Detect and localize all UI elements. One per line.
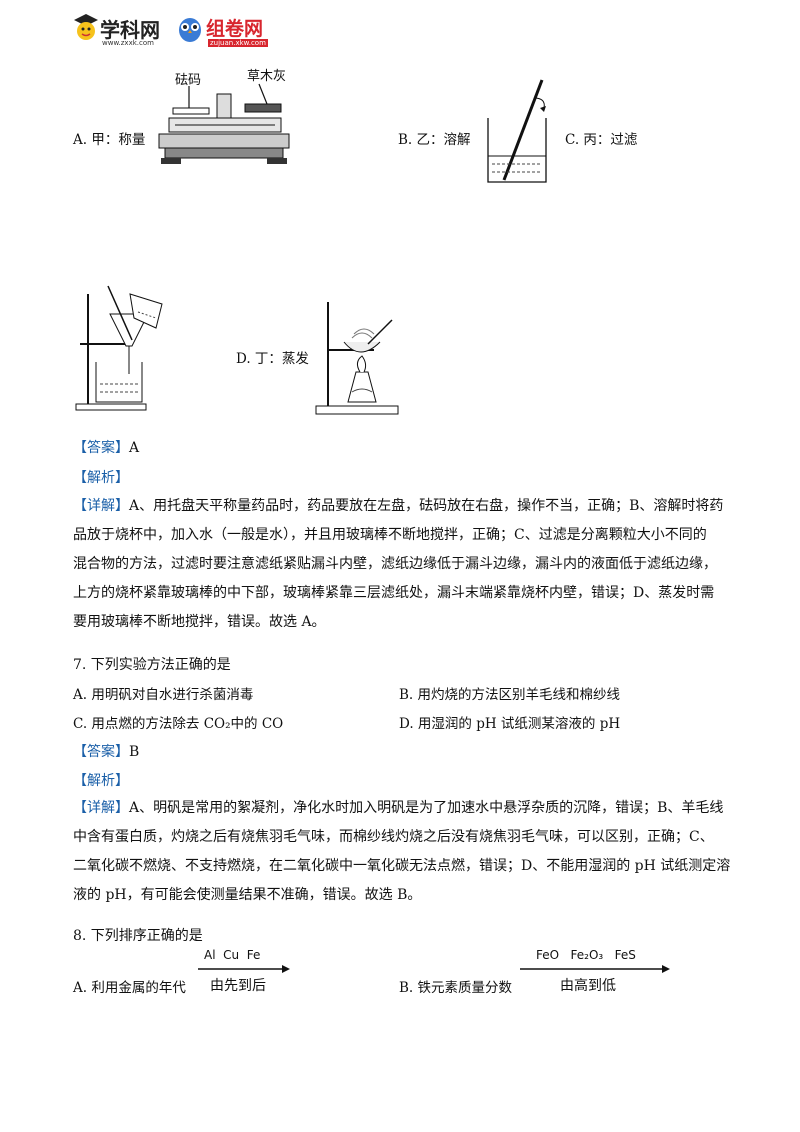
detail-line: 【详解】A、用托盘天平称量药品时，药品要放在左盘，砝码放在右盘，操作不当，正确；… bbox=[73, 498, 724, 514]
answer-tag: 【答案】 bbox=[73, 440, 129, 456]
q6-option-a: A. 甲：称量 bbox=[73, 132, 146, 148]
detail-line: 【详解】A、明矾是常用的絮凝剂，净化水时加入明矾是为了加速水中悬浮杂质的沉降，错… bbox=[73, 800, 724, 816]
logo-zxxk-text: 学科网 bbox=[100, 18, 160, 42]
detail-line: 上方的烧杯紧靠玻璃棒的中下部，玻璃棒紧靠三层滤纸处，漏斗末端紧靠烧杯内壁，错误；… bbox=[73, 585, 715, 601]
header-logo-zxxk[interactable]: 学科网 www.zxxk.com bbox=[72, 12, 172, 48]
answer-value: B bbox=[129, 744, 140, 760]
sequence-bottom-text: 由先到后 bbox=[210, 978, 266, 994]
beaker-stir-figure bbox=[487, 79, 547, 183]
detail-tag: 【详解】 bbox=[73, 498, 129, 514]
detail-line: 二氧化碳不燃烧、不支持燃烧，在二氧化碳中一氧化碳无法点燃，错误；D、不能用湿润的… bbox=[73, 858, 731, 874]
evaporate-figure bbox=[315, 302, 399, 415]
q8-stem: 8. 下列排序正确的是 bbox=[73, 928, 203, 944]
detail-tag: 【详解】 bbox=[73, 800, 129, 816]
logo-zxxk-url: www.zxxk.com bbox=[102, 39, 154, 47]
arrow-right-icon bbox=[520, 965, 670, 973]
q6-answer: 【答案】A bbox=[73, 437, 139, 457]
q7-analysis-tag: 【解析】 bbox=[73, 773, 129, 789]
filter-figure bbox=[75, 285, 163, 411]
detail-line: 品放于烧杯中，加入水（一般是水），并且用玻璃棒不断地搅拌，正确；C、过滤是分离颗… bbox=[73, 527, 707, 543]
weight-label: 砝码 bbox=[175, 73, 201, 88]
arrow-right-icon bbox=[198, 965, 290, 973]
detail-line: 混合物的方法，过滤时要注意滤纸紧贴漏斗内壁，滤纸边缘低于漏斗边缘，漏斗内的液面低… bbox=[73, 556, 717, 572]
logo-zujuan-sub: zujuan.xkw.com bbox=[208, 39, 268, 47]
q8-option-b-label: B. 铁元素质量分数 bbox=[399, 980, 513, 996]
sequence-bottom-text: 由高到低 bbox=[560, 978, 616, 994]
q6-option-c: C. 丙：过滤 bbox=[565, 132, 638, 148]
q6-detail: 【详解】A、用托盘天平称量药品时，药品要放在左盘，砝码放在右盘，操作不当，正确；… bbox=[73, 492, 733, 637]
logo-zujuan-text: 组卷网 bbox=[206, 18, 264, 40]
q8-option-a-label: A. 利用金属的年代 bbox=[73, 980, 186, 996]
detail-line: 要用玻璃棒不断地搅拌，错误。故选 A。 bbox=[73, 614, 326, 630]
q7-option-a: A. 用明矾对自水进行杀菌消毒 bbox=[73, 687, 254, 703]
sequence-top-text: Al Cu Fe bbox=[204, 948, 261, 962]
q7-stem: 7. 下列实验方法正确的是 bbox=[73, 657, 231, 673]
ash-label: 草木灰 bbox=[247, 69, 286, 84]
q8-option-a-sequence: Al Cu Fe 由先到后 bbox=[198, 948, 290, 994]
q6-option-d: D. 丁：蒸发 bbox=[236, 351, 309, 367]
q8-option-b-sequence: FeO Fe₂O₃ FeS 由高到低 bbox=[520, 948, 670, 994]
detail-line: 中含有蛋白质，灼烧之后有烧焦羽毛气味，而棉纱线灼烧之后没有烧焦羽毛气味，可以区别… bbox=[73, 829, 714, 845]
header-logo-zujuan[interactable]: 组卷网 zujuan.xkw.com bbox=[176, 12, 276, 48]
balance-figure: 砝码 草木灰 bbox=[158, 69, 290, 164]
answer-value: A bbox=[129, 440, 140, 456]
q7-option-b: B. 用灼烧的方法区别羊毛线和棉纱线 bbox=[399, 687, 621, 703]
q6-analysis-tag: 【解析】 bbox=[73, 470, 129, 486]
q7-option-c: C. 用点燃的方法除去 CO₂中的 CO bbox=[73, 716, 284, 732]
q6-option-b: B. 乙：溶解 bbox=[398, 132, 471, 148]
q7-detail: 【详解】A、明矾是常用的絮凝剂，净化水时加入明矾是为了加速水中悬浮杂质的沉降，错… bbox=[73, 794, 733, 910]
answer-tag: 【答案】 bbox=[73, 744, 129, 760]
q7-option-d: D. 用湿润的 pH 试纸测某溶液的 pH bbox=[399, 716, 621, 732]
detail-line: 液的 pH，有可能会使测量结果不准确，错误。故选 B。 bbox=[73, 887, 422, 903]
sequence-top-text: FeO Fe₂O₃ FeS bbox=[536, 948, 636, 962]
q7-answer: 【答案】B bbox=[73, 741, 139, 761]
mascot-icon bbox=[74, 14, 98, 40]
owl-icon bbox=[179, 18, 201, 42]
